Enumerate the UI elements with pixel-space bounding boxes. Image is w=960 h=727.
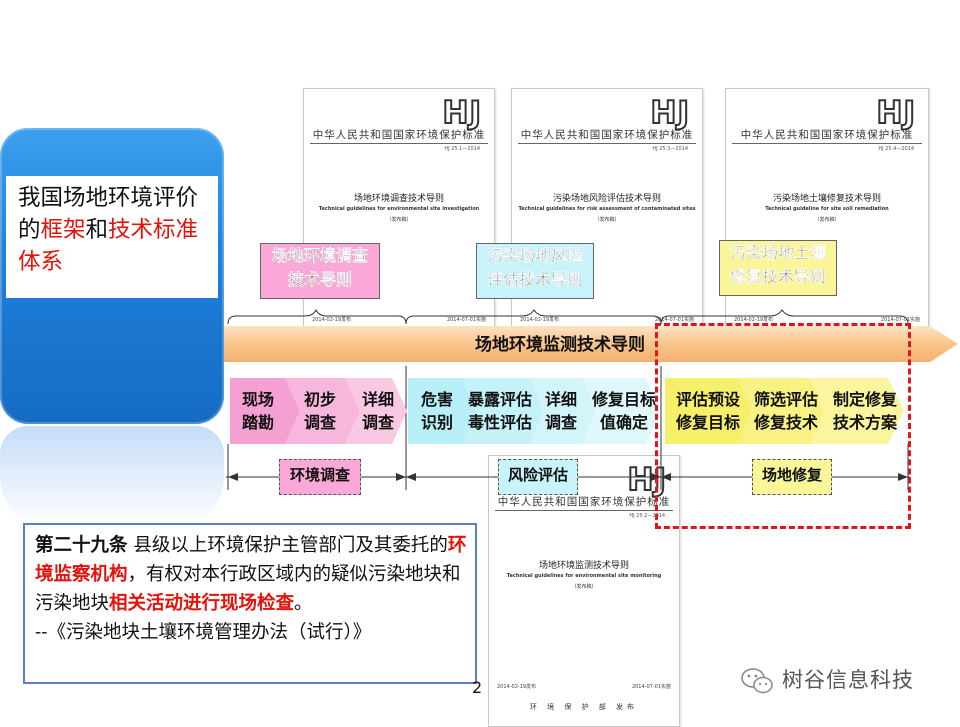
doc-rule [732,143,922,144]
step-exposure-toxicity-assessment: 暴露评估毒性评估 [467,390,532,432]
monitoring-arrow-bar [224,326,958,362]
step-detailed-investigation: 详细调查 [361,390,394,432]
doc-version: （发布稿） [594,217,620,223]
doc-effective-date: 2014-07-01实施 [880,317,920,323]
remediation-highlight-box [655,323,911,529]
step-detailed-investigation-2: 详细调查 [544,390,577,432]
phase-site-remediation: 场地修复 [752,459,832,495]
step-remediation-plan: 制定修复技术方案 [832,390,897,432]
guide-label-soil-remediation: 污染场地土壤修复技术导则 [719,240,837,296]
doc-subtitle: Technical guidelines for risk assessment… [518,206,696,212]
heading-text: 我国场地环境评价的框架和技术标准体系 [18,185,199,275]
hj-logo: HJ [876,94,916,132]
doc-title: 污染场地土壤修复技术导则 [772,194,881,204]
step-remediation-target-value: 修复目标值确定 [591,390,656,432]
doc-title: 污染场地风险评估技术导则 [552,194,661,204]
doc-version: （发布稿） [571,584,597,590]
watermark-text: 树谷信息科技 [782,668,914,692]
doc-header: 中华人民共和国国家环境保护标准 [520,129,694,141]
page-number: 2 [472,678,483,697]
doc-subtitle: Technical guidelines for environmental s… [318,206,480,212]
hj-logo: HJ [442,94,482,132]
regulation-source: --《污染地块土壤环境管理办法（试行）》 [35,622,372,643]
doc-title: 场地环境调查技术导则 [353,194,444,204]
doc-issue-date: 2014-02-19发布 [497,684,537,690]
doc-issue-date: 2014-02-19发布 [312,317,352,323]
phase-risk-assessment: 风险评估 [498,459,578,495]
regulation-text: 第二十九条 县级以上环境保护主管部门及其委托的环境监察机构，有权对本行政区域内的… [35,535,467,614]
hj-logo: HJ [627,461,667,499]
doc-subtitle: Technical guideline for site soil remedi… [765,206,889,212]
doc-issue-date: 2014-02-19发布 [520,317,560,323]
doc-header: 中华人民共和国国家环境保护标准 [312,129,486,141]
upper-bracket-investigation [227,308,407,325]
doc-title: 场地环境监测技术导则 [538,561,629,571]
step-site-reconnaissance: 现场踏勘 [241,390,274,432]
hj-logo: HJ [650,94,690,132]
doc-rule [518,143,696,144]
doc-subtitle: Technical guidelines for environmental s… [506,573,662,579]
doc-number: HJ 25.3—2014 [652,146,688,152]
upper-bracket-risk [405,309,662,325]
doc-header: 中华人民共和国国家环境保护标准 [497,496,671,508]
step-screen-remediation-tech: 筛选评估修复技术 [753,390,818,432]
doc-number: HJ 25.1—2014 [444,146,480,152]
upper-bracket-remediation [660,309,909,325]
doc-footer: 环 境 保 护 部 发布 [529,703,639,711]
doc-header: 中华人民共和国国家环境保护标准 [740,129,914,141]
step-preliminary-investigation: 初步调查 [303,390,336,432]
step-evaluate-preset-targets: 评估预设修复目标 [675,390,740,432]
doc-effective-date: 2014-07-01实施 [446,317,486,323]
guide-label-site-investigation: 场地环境调查技术导则 [260,243,380,299]
doc-rule [495,510,673,511]
phase-environment-investigation: 环境调查 [279,459,361,495]
doc-version: （发布稿） [814,217,840,223]
chevrons [230,378,904,444]
doc-number: HJ 25.2—2014 [629,513,665,519]
doc-number: HJ 25.4—2014 [878,146,914,152]
regulation-excerpt: 第二十九条 县级以上环境保护主管部门及其委托的环境监察机构，有权对本行政区域内的… [23,523,477,684]
guide-label-risk-assessment: 污染场地风险评估技术导则 [476,243,594,299]
doc-rule [310,143,488,144]
monitoring-bar-label: 场地环境监测技术导则 [475,335,645,355]
doc-version: （发布稿） [386,217,412,223]
heading-text-panel: 我国场地环境评价的框架和技术标准体系 [6,176,218,298]
step-hazard-identification: 危害识别 [420,390,453,432]
wechat-icon [741,668,773,694]
doc-effective-date: 2014-07-01实施 [654,317,694,323]
doc-effective-date: 2014-07-01实施 [631,684,671,690]
doc-issue-date: 2014-02-19发布 [734,317,774,323]
heading-panel-reflection [0,426,224,536]
